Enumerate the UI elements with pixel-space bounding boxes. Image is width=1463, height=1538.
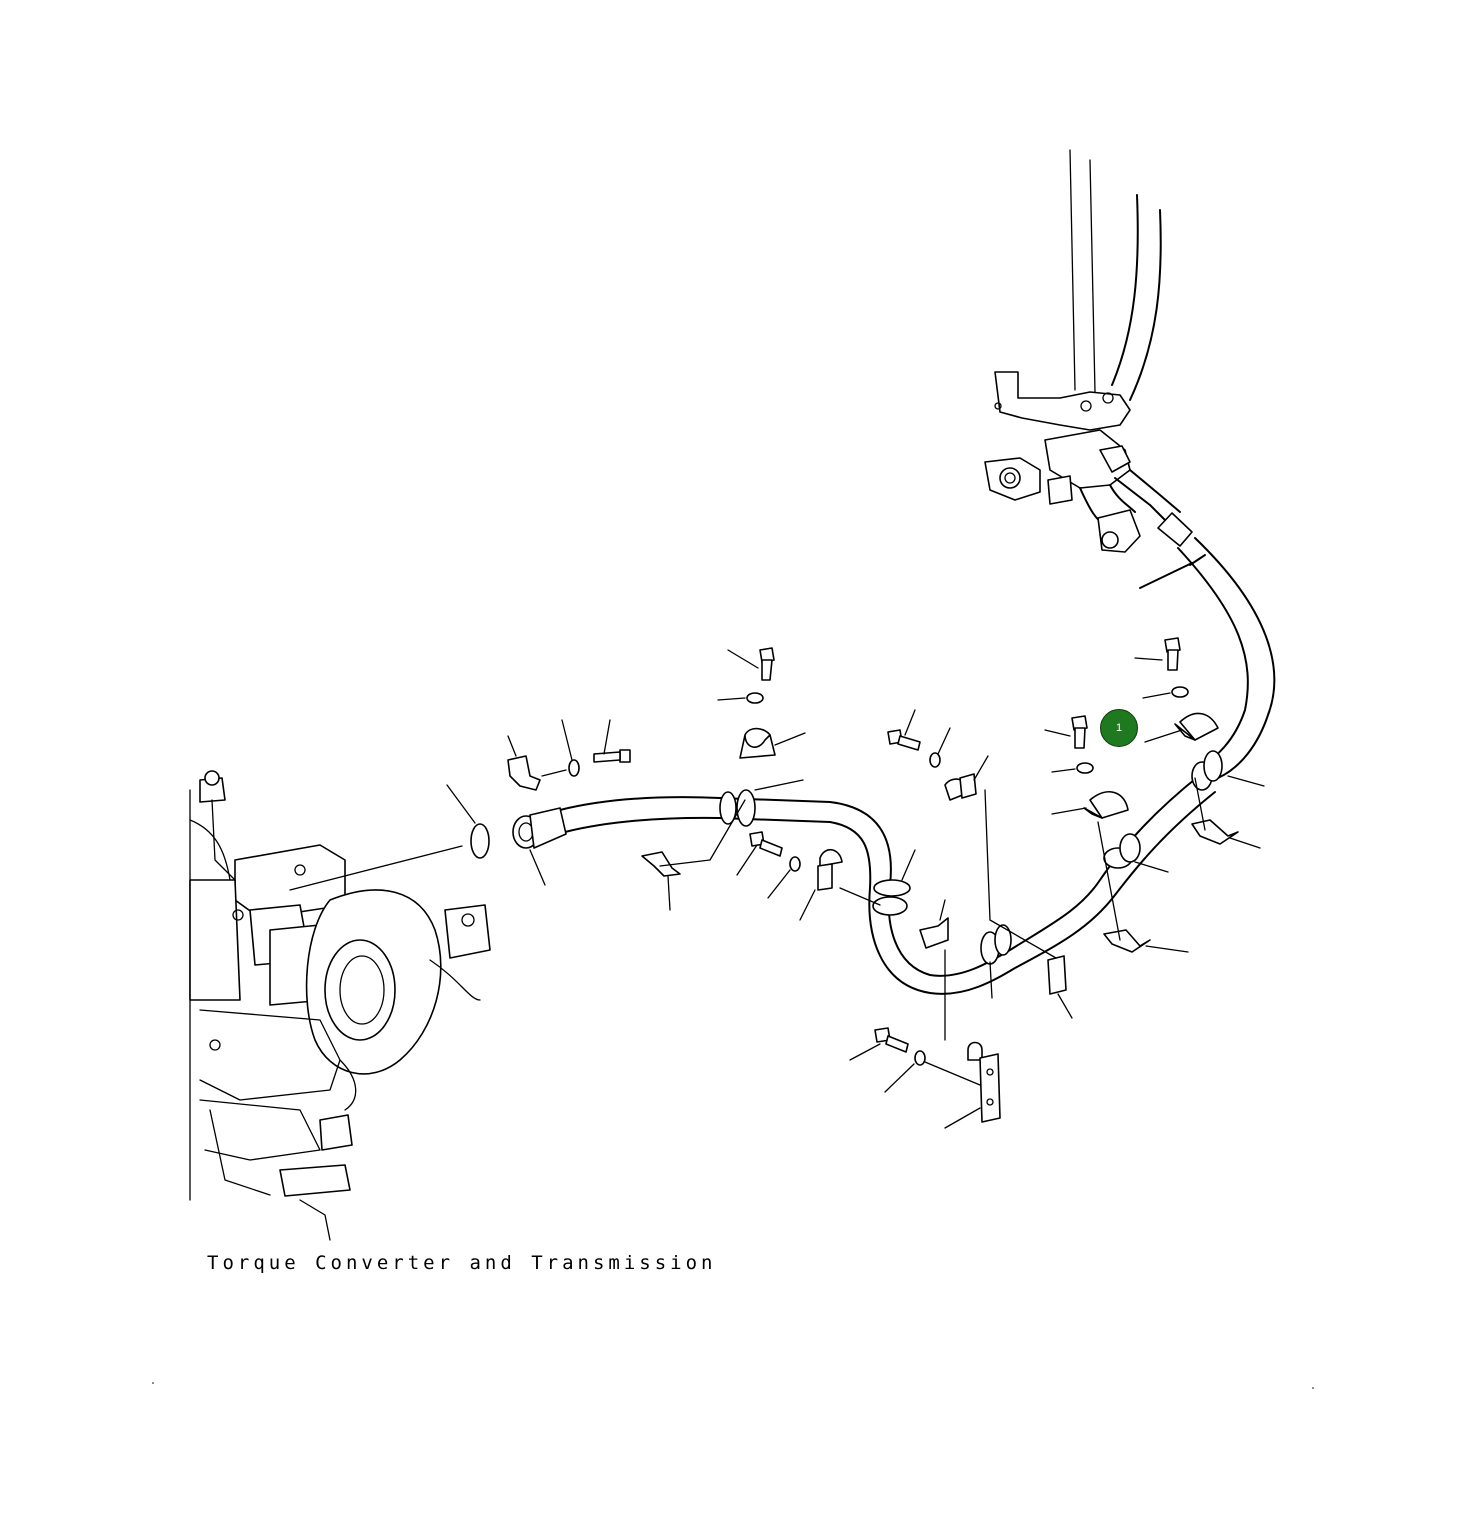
bracket (1097, 821, 1189, 953)
brackets (641, 777, 1261, 1129)
bolt (1044, 715, 1088, 749)
bracket (1191, 777, 1261, 849)
washer (884, 1050, 926, 1093)
speck (152, 1382, 154, 1384)
washer (1142, 686, 1189, 699)
clamp (799, 849, 843, 921)
bracket (641, 799, 746, 911)
bolts (593, 637, 1181, 1061)
diagram-caption: Torque Converter and Transmission (207, 1252, 717, 1274)
bolt (727, 647, 775, 681)
bolt (593, 719, 631, 763)
clamp (1051, 791, 1129, 819)
clamp (944, 755, 989, 801)
bolt (849, 1027, 909, 1061)
clamp (739, 727, 806, 759)
callout-marker-1[interactable]: 1 (1100, 709, 1138, 747)
bolt (736, 831, 783, 876)
right-hose (1139, 512, 1276, 779)
bracket (984, 789, 1073, 1019)
main-pipe (512, 750, 1223, 995)
clamp (1144, 712, 1219, 743)
washer (1051, 762, 1094, 774)
speck (1312, 1387, 1314, 1389)
clamps (739, 712, 1219, 921)
bracket (924, 949, 1001, 1129)
washer (929, 727, 951, 768)
bracket (919, 899, 949, 949)
o-ring (289, 784, 490, 891)
transmission-housing (189, 770, 491, 1241)
flange-connector (507, 735, 567, 886)
washer (717, 692, 764, 704)
upper-frame-assembly (984, 149, 1181, 553)
washers (561, 686, 1189, 1093)
leader-lines (754, 775, 1265, 999)
bolt (1134, 637, 1181, 671)
washer (561, 719, 580, 777)
washer (767, 856, 801, 899)
bolt (887, 709, 921, 751)
